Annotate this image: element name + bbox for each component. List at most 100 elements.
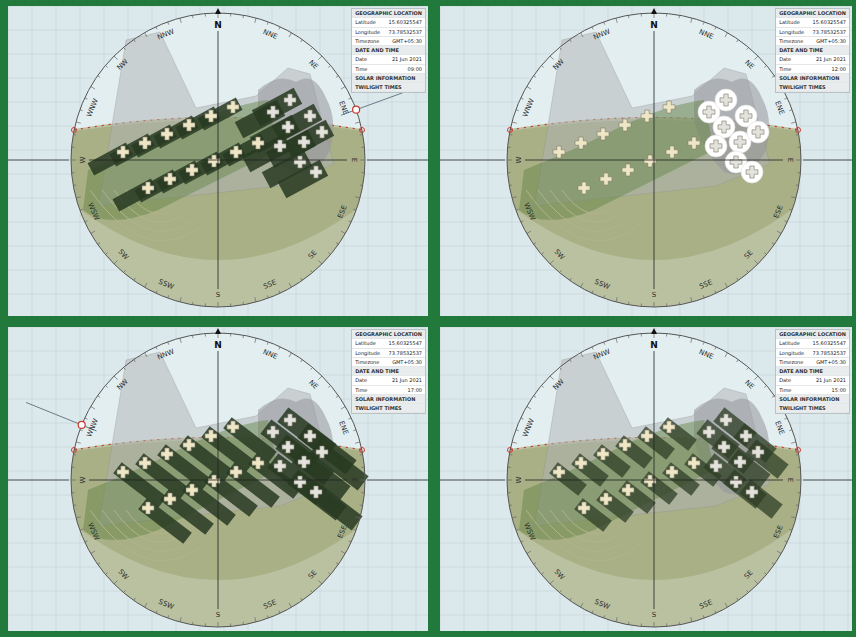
compass-tick: [666, 303, 667, 306]
compass-tick: [616, 297, 617, 302]
compass-tick: [91, 551, 95, 554]
sky-disc: [71, 333, 365, 627]
sky-disc: [507, 333, 801, 627]
cast-shadow: [322, 452, 356, 478]
panel-row: Longitude73.78532537: [776, 28, 849, 37]
building: [663, 421, 675, 433]
sun-point: [360, 448, 365, 453]
panel-text: Longitude: [355, 350, 380, 356]
building: [310, 486, 322, 498]
compass-tick: [85, 98, 88, 99]
compass-tick: [560, 367, 562, 369]
compass-tick: [255, 338, 256, 343]
compass-tick: [754, 260, 758, 264]
compass-tick: [230, 623, 231, 626]
compass-tick: [791, 442, 796, 443]
shadows: [97, 100, 322, 202]
building: [139, 457, 151, 469]
compass-tick: [785, 418, 788, 419]
compass-tick: [797, 467, 800, 468]
axis-line: [525, 160, 783, 161]
compass-label: W: [80, 157, 87, 164]
clipped-sky: [58, 333, 378, 631]
info-panel: GEOGRAPHIC LOCATIONLatitude15.60325547Lo…: [775, 329, 850, 414]
compass-tick: [105, 386, 107, 388]
panel-text: 21 Jun 2021: [392, 56, 422, 62]
building: [641, 110, 653, 122]
compass-tick: [76, 197, 81, 198]
panel-text: Timezone: [779, 359, 803, 365]
axes: [8, 351, 428, 609]
panel-header: SOLAR INFORMATION: [352, 395, 425, 404]
compass-tick: [80, 110, 83, 111]
building: [310, 166, 322, 178]
compass-tick: [570, 598, 572, 600]
compass-tick: [267, 615, 268, 618]
compass-tick: [797, 147, 800, 148]
compass-tick: [145, 33, 148, 37]
compass-tick: [91, 87, 95, 90]
compass-tick: [267, 295, 268, 298]
building: [600, 173, 612, 185]
sky-dome: [494, 333, 814, 631]
building: [703, 426, 715, 438]
grid-line: [8, 6, 428, 7]
site-plan: [440, 328, 852, 631]
compass-tick: [560, 47, 562, 49]
compass-tick: [791, 197, 796, 198]
compass-tick: [267, 342, 268, 345]
panel-text: 21 Jun 2021: [816, 56, 846, 62]
building: [117, 146, 129, 158]
compass-tick: [797, 492, 800, 493]
building: [267, 426, 279, 438]
clipped-sky: [494, 333, 814, 631]
axis-line: [803, 480, 852, 481]
north-marker: [651, 328, 657, 334]
building: [205, 430, 217, 442]
sun-point: [508, 128, 513, 133]
panel-text: Date: [779, 377, 791, 383]
panel-text: TWILIGHT TIMES: [355, 84, 402, 90]
compass-tick: [541, 66, 543, 68]
compass-tick: [91, 231, 95, 234]
compass-tick: [318, 376, 322, 380]
compass-tick: [604, 22, 605, 25]
view-panel: NNNENEENEEESESESSESSSWSWWSWWWNWNWNNWGEOG…: [8, 6, 428, 316]
compass-tick: [581, 353, 584, 357]
compass-tick: [754, 580, 758, 584]
site-plan: [8, 328, 428, 631]
compass-tick: [360, 454, 363, 456]
panel-header: SOLAR INFORMATION: [352, 74, 425, 83]
compass-tick: [747, 367, 749, 369]
compass-tick: [725, 33, 728, 37]
compass-tick: [628, 302, 630, 305]
sun-point: [796, 128, 801, 133]
compass-tick: [230, 334, 231, 337]
panel-text: Latitude: [355, 340, 376, 346]
compass-tick: [114, 260, 118, 264]
compass-tick: [336, 243, 338, 245]
compass-tick: [764, 253, 766, 255]
compass-tick: [328, 253, 330, 255]
compass-label: S: [216, 292, 220, 299]
compass-tick: [349, 541, 352, 542]
compass-tick: [679, 335, 681, 338]
compass-tick: [85, 541, 88, 542]
building: [282, 441, 294, 453]
panel-row: Date21 Jun 2021: [776, 55, 849, 64]
grid-line: [440, 327, 441, 631]
compass-tick: [279, 611, 280, 614]
compass-tick: [230, 303, 231, 306]
building: [230, 146, 242, 158]
building: [597, 128, 609, 140]
compass-tick: [230, 14, 231, 17]
panel-text: SOLAR INFORMATION: [355, 75, 415, 81]
building: [298, 136, 310, 148]
compass-tick: [180, 297, 181, 302]
building: [746, 166, 758, 178]
building: [740, 430, 752, 442]
compass-tick: [289, 283, 292, 287]
compass-tick: [581, 603, 584, 607]
compass-tick: [114, 376, 118, 380]
compass-tick: [156, 611, 157, 614]
